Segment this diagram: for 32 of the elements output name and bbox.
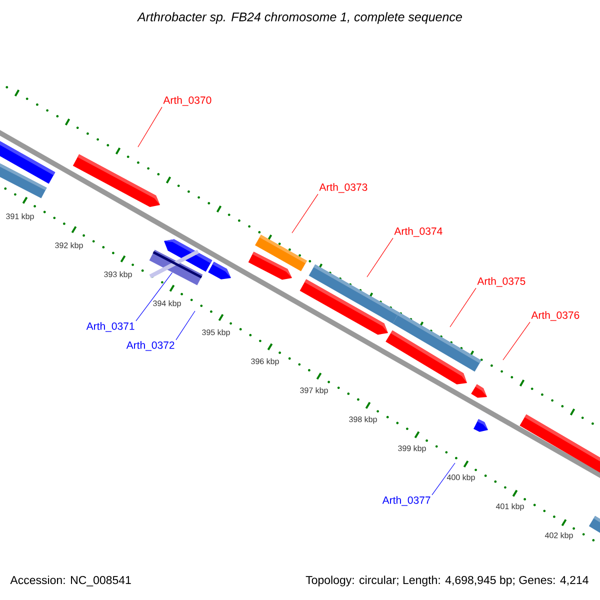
scale-label: 392 kbp: [55, 242, 83, 250]
gene-arrow: [149, 250, 203, 286]
scale-label: 398 kbp: [349, 416, 377, 424]
leader-line: [502, 322, 530, 360]
gene-label: Arth_0373: [319, 183, 368, 193]
leader-line: [176, 310, 196, 340]
gene-label: Arth_0374: [394, 227, 442, 237]
leader-line: [366, 238, 394, 278]
leader-line: [450, 288, 476, 328]
footer-text: Topology: circular; Length: 4,698,945 bp; Genes: 4,214: [306, 576, 588, 586]
gene-label: Arth_0372: [126, 341, 174, 351]
gene-label: Arth_0375: [477, 277, 526, 287]
leader-line: [136, 272, 173, 322]
gene-label: Arth_0370: [163, 96, 212, 106]
footer-text: Accession: NC_008541: [10, 576, 131, 586]
scale-label: 397 kbp: [300, 387, 328, 395]
scale-label: 393 kbp: [104, 271, 132, 279]
leader-line: [292, 194, 318, 234]
gene-label: Arth_0376: [531, 311, 580, 321]
scale-label: 402 kbp: [544, 532, 573, 540]
scale-label: 395 kbp: [202, 329, 230, 337]
gene-label: Arth_0377: [382, 496, 430, 506]
scale-label: 394 kbp: [153, 300, 181, 308]
scale-label: 399 kbp: [398, 445, 426, 453]
leader-line: [138, 106, 162, 148]
title: Arthrobacter sp. FB24 chromosome 1, complete sequence: [136, 12, 462, 24]
scale-label: 396 kbp: [251, 358, 279, 366]
scale-label: 401 kbp: [496, 503, 524, 511]
leader-line: [432, 462, 456, 496]
scale-label: 391 kbp: [6, 213, 34, 221]
scale-label: 400 kbp: [446, 474, 475, 482]
gene-label: Arth_0371: [86, 322, 134, 332]
